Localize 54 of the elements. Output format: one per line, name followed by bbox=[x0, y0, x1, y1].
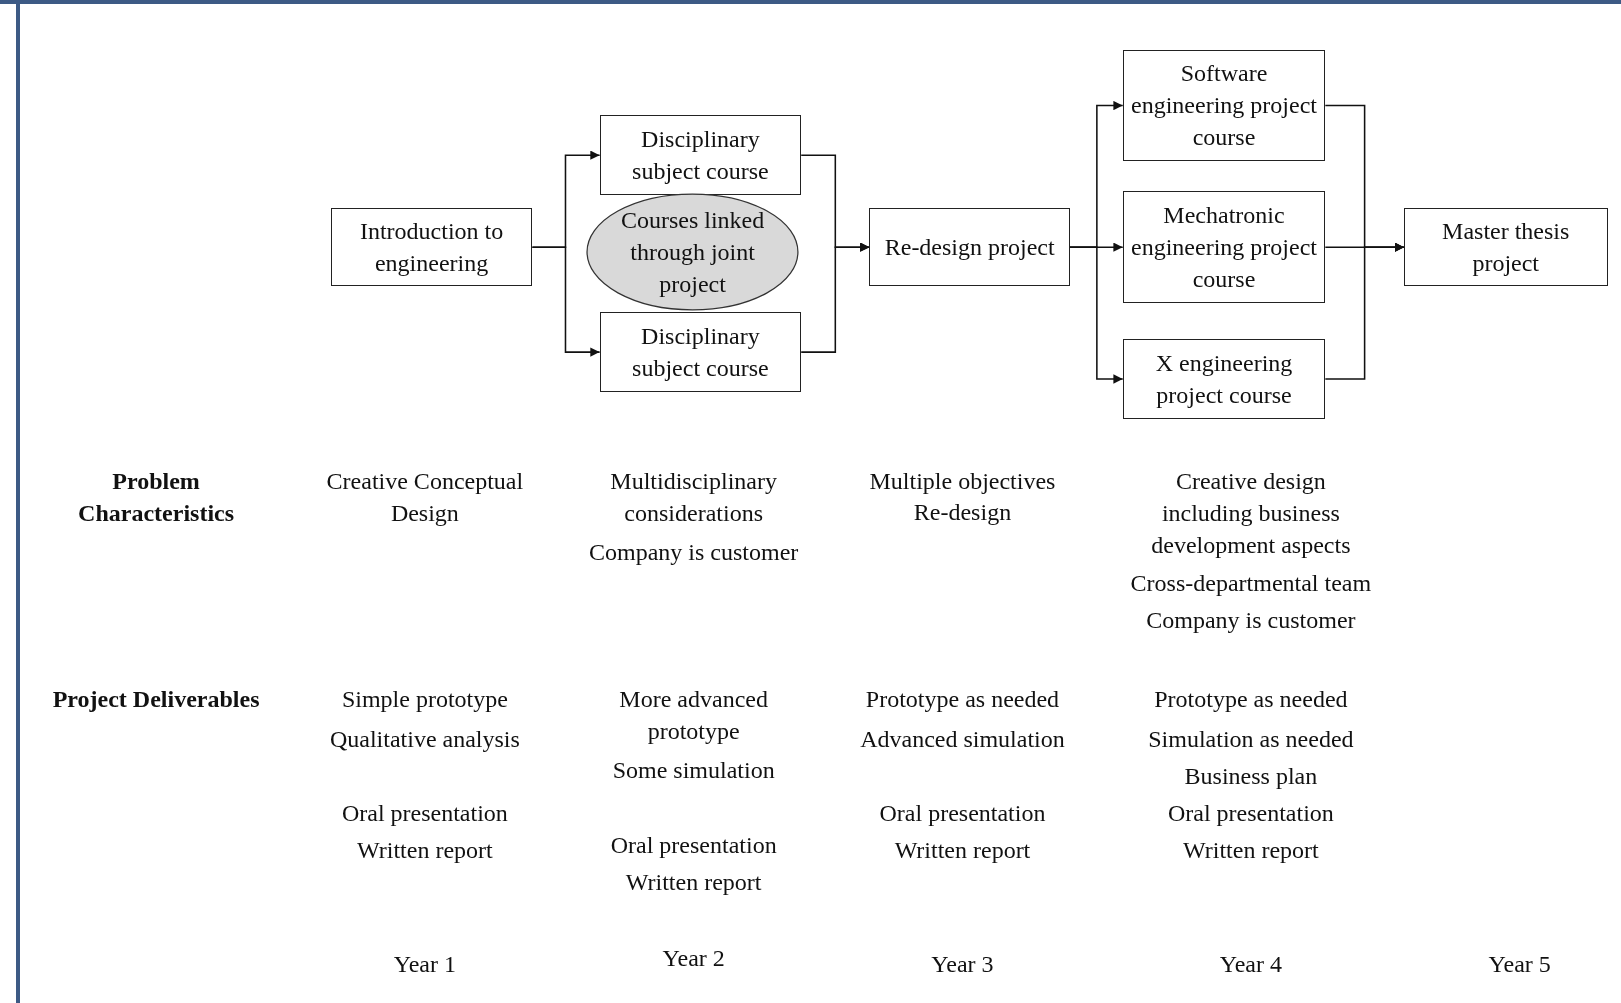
year-label: Year 3 bbox=[931, 950, 994, 979]
ellipse-node bbox=[586, 193, 800, 312]
arrow bbox=[1069, 246, 1124, 384]
table-text: Prototype as needed bbox=[1154, 685, 1348, 715]
table-text: Multidisciplinary considerations bbox=[609, 467, 778, 529]
process-box bbox=[1122, 49, 1326, 162]
table-text: Written report bbox=[357, 836, 493, 866]
table-text: Simulation as needed bbox=[1148, 724, 1354, 754]
node-text: Re-design project bbox=[884, 233, 1055, 263]
node-text: Mechatronic engineering project course bbox=[1130, 201, 1318, 295]
arrow bbox=[800, 242, 871, 353]
table-text: Creative Conceptual Design bbox=[325, 467, 525, 529]
year-label: Year 2 bbox=[662, 943, 725, 973]
process-box bbox=[599, 312, 802, 392]
process-box bbox=[1122, 191, 1326, 303]
process-box bbox=[330, 207, 533, 287]
table-text: Oral presentation bbox=[1167, 799, 1334, 829]
table-text: Qualitative analysis bbox=[329, 724, 520, 754]
row-heading: Project Deliverables bbox=[52, 685, 260, 715]
table-text: Business plan bbox=[1184, 761, 1318, 791]
node-text: X engineering project course bbox=[1154, 348, 1294, 410]
year-label: Year 4 bbox=[1219, 950, 1282, 979]
node-text: Courses linked through joint project bbox=[619, 206, 766, 300]
table-text: Cross-departmental team bbox=[1130, 568, 1372, 598]
row-heading: Problem Characteristics bbox=[77, 467, 236, 529]
process-box bbox=[1403, 207, 1608, 287]
table-text: Oral presentation bbox=[879, 799, 1046, 829]
table-text: Prototype as needed bbox=[865, 685, 1060, 715]
node-text: Introduction to engineering bbox=[358, 217, 505, 279]
process-box bbox=[869, 207, 1070, 287]
process-box bbox=[1122, 339, 1326, 419]
table-text: Written report bbox=[894, 836, 1031, 866]
node-text: Software engineering project course bbox=[1130, 59, 1318, 153]
table-text: Creative design including business development aspects bbox=[1150, 467, 1352, 561]
table-text: Written report bbox=[1183, 836, 1319, 866]
table-text: Company is customer bbox=[1146, 605, 1356, 635]
node-text: Disciplinary subject course bbox=[631, 322, 770, 383]
table-text: Oral presentation bbox=[610, 831, 777, 861]
process-box bbox=[599, 114, 802, 196]
table-text: Advanced simulation bbox=[860, 724, 1065, 754]
table-text: Company is customer bbox=[589, 537, 799, 567]
table-text: More advanced prototype bbox=[618, 685, 769, 747]
arrow bbox=[1324, 242, 1405, 380]
year-label: Year 1 bbox=[393, 950, 456, 979]
node-text: Disciplinary subject course bbox=[631, 125, 770, 187]
table-text: Oral presentation bbox=[341, 799, 508, 829]
table-text: Some simulation bbox=[612, 755, 775, 785]
table-text: Simple prototype bbox=[341, 685, 508, 715]
table-text: Multiple objectives bbox=[869, 467, 1056, 497]
arrow bbox=[531, 246, 601, 357]
table-text: Written report bbox=[625, 868, 762, 898]
table-text: Re-design bbox=[913, 498, 1012, 528]
year-label: Year 5 bbox=[1488, 950, 1551, 979]
node-text: Master thesis project bbox=[1441, 217, 1571, 279]
